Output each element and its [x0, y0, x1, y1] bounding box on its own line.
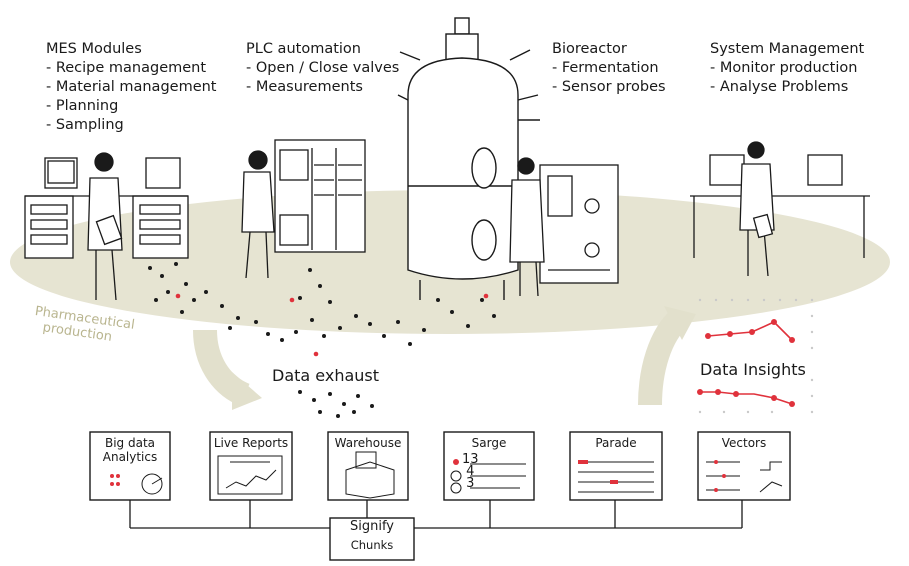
data-exhaust-dots	[148, 262, 496, 418]
tool-sarge-title: Sarge	[471, 436, 507, 450]
arrow-head-right	[664, 306, 696, 340]
tool-warehouse-title: Warehouse	[334, 436, 402, 450]
bioreactor-heading: Bioreactor - Fermentation - Sensor probe…	[552, 40, 666, 97]
tool-live-reports-title: Live Reports	[213, 436, 289, 450]
insights-chart-bottom	[700, 391, 793, 405]
arrow-head-left	[232, 372, 262, 410]
sarge-numbers: 13 4 3	[462, 452, 479, 491]
parade-red-bars	[578, 460, 618, 484]
signify-subtitle: Chunks	[350, 538, 394, 552]
big-data-red-dots	[110, 474, 120, 486]
big-data-sketch	[141, 473, 163, 495]
system-title: System Management	[710, 41, 865, 57]
warehouse-sketch	[345, 451, 395, 499]
tool-parade-title: Parade	[595, 436, 637, 450]
insights-chart-top-markers	[705, 319, 795, 343]
insights-grid-dots	[698, 298, 814, 414]
system-item: - Analyse Problems	[710, 79, 849, 95]
mes-item: - Sampling	[46, 117, 124, 133]
signify-hub: Signify Chunks	[330, 518, 414, 554]
vectors-sketch	[706, 461, 783, 493]
plc-item: - Measurements	[246, 79, 363, 95]
bioreactor-item: - Sensor probes	[552, 79, 666, 95]
sarge-sketch	[450, 463, 526, 494]
plc-title: PLC automation	[246, 41, 361, 57]
tool-box-frames	[89, 431, 791, 561]
connector-lines	[129, 500, 743, 529]
sarge-number: 4	[466, 464, 475, 479]
data-exhaust-red-dots	[175, 293, 489, 357]
sarge-red-mark	[453, 459, 459, 465]
sarge-number: 3	[466, 476, 475, 491]
tool-vectors-title: Vectors	[721, 436, 767, 450]
vectors-red-marks	[714, 460, 726, 492]
mes-item: - Planning	[46, 98, 119, 114]
data-insights-label: Data Insights	[700, 360, 806, 379]
plc-heading: PLC automation - Open / Close valves - M…	[246, 40, 399, 97]
tool-title-line: Analytics	[102, 450, 158, 464]
sarge-number: 13	[462, 452, 479, 467]
system-heading: System Management - Monitor production -…	[710, 40, 864, 97]
signify-title: Signify	[349, 519, 394, 534]
mes-modules-heading: MES Modules - Recipe management - Materi…	[46, 40, 217, 135]
system-item: - Monitor production	[710, 60, 858, 76]
plc-item: - Open / Close valves	[246, 60, 400, 76]
mes-workstation	[24, 152, 189, 301]
plc-cabinet	[241, 139, 366, 279]
bioreactor-tank	[397, 17, 540, 300]
mes-title: MES Modules	[46, 41, 142, 57]
bioreactor-title: Bioreactor	[552, 41, 627, 57]
bioreactor-item: - Fermentation	[552, 60, 659, 76]
system-desk	[690, 141, 870, 277]
tool-title-line: Big data	[104, 436, 156, 450]
data-exhaust-label: Data exhaust	[272, 366, 380, 385]
insights-chart-bottom-markers	[697, 389, 795, 407]
tool-big-data-title: Big data Analytics	[90, 436, 170, 464]
live-reports-sketch	[217, 455, 283, 495]
bioreactor-panel	[509, 157, 619, 297]
mes-item: - Material management	[46, 79, 217, 95]
arrow-to-factory	[638, 308, 689, 406]
mes-item: - Recipe management	[46, 60, 207, 76]
